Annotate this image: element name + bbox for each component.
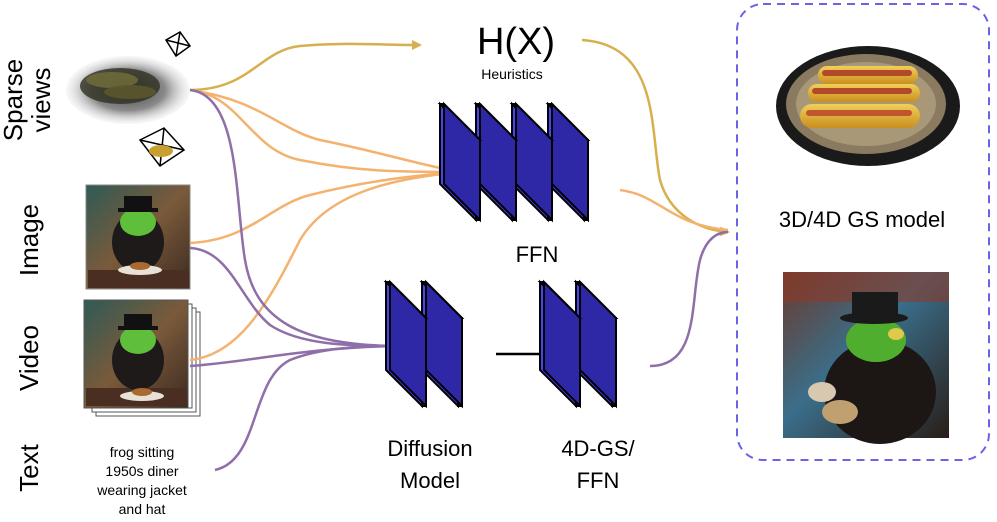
input-image-frog	[85, 184, 191, 290]
prompt-line: frog sitting	[110, 444, 175, 460]
heuristics-symbol: H(X)	[477, 21, 555, 63]
gsffn-layer	[573, 279, 619, 409]
diffusion-label-line1: Diffusion	[387, 436, 472, 461]
sparse-views-label-line2: views	[26, 67, 56, 132]
arrow-sparse-to-heuristics	[189, 39, 422, 92]
prompt-line: 1950s diner	[105, 463, 179, 479]
diffusion-block-stack	[383, 279, 465, 409]
ffn-layer	[473, 101, 519, 223]
ffn-label: FFN	[516, 242, 559, 267]
gsffn-label-line1: 4D-GS/	[561, 436, 635, 461]
text-label: Text	[14, 443, 44, 491]
arrow-gsffn-to-output	[649, 230, 729, 368]
arrow-text-to-diffusion	[214, 344, 396, 472]
heuristics-caption: Heuristics	[481, 66, 542, 82]
diffusion-layer	[383, 279, 429, 409]
gsffn-block-stack	[537, 279, 619, 409]
ffn-layer	[545, 101, 591, 223]
diffusion-label-line2: Model	[400, 468, 460, 493]
prompt-line: and hat	[119, 501, 166, 517]
output-title: 3D/4D GS model	[779, 207, 945, 232]
input-video-frames	[83, 299, 201, 417]
gsffn-label-line2: FFN	[577, 468, 620, 493]
arrow-image-to-diffusion	[189, 246, 396, 348]
arrow-image-to-ffn	[189, 170, 461, 245]
sparse-views-point-cloud	[66, 56, 190, 124]
ffn-layer	[437, 101, 483, 223]
arrow-ffn-to-output	[619, 188, 729, 232]
image-label: Image	[14, 204, 44, 276]
output-3d-render-hotdogs	[776, 46, 960, 166]
ffn-layer	[509, 101, 555, 223]
output-box	[736, 3, 990, 461]
text-prompt: frog sitting 1950s diner wearing jacket …	[96, 444, 187, 517]
gsffn-layer	[537, 279, 583, 409]
diffusion-layer	[419, 279, 465, 409]
video-label: Video	[14, 325, 44, 391]
output-4d-render-frog	[783, 272, 949, 444]
arrow-sparse-to-ffn-2	[189, 88, 461, 174]
arrow-sparse-to-diffusion	[189, 88, 397, 352]
ffn-block-stack	[437, 101, 591, 223]
arrow-sparse-to-ffn	[189, 88, 462, 178]
camera-frustum-icon	[138, 127, 186, 168]
sparse-views-label-line1: Sparse	[0, 59, 28, 141]
camera-frustum-icon	[164, 31, 192, 58]
arrow-video-to-ffn	[189, 170, 461, 362]
prompt-line: wearing jacket	[96, 482, 187, 498]
